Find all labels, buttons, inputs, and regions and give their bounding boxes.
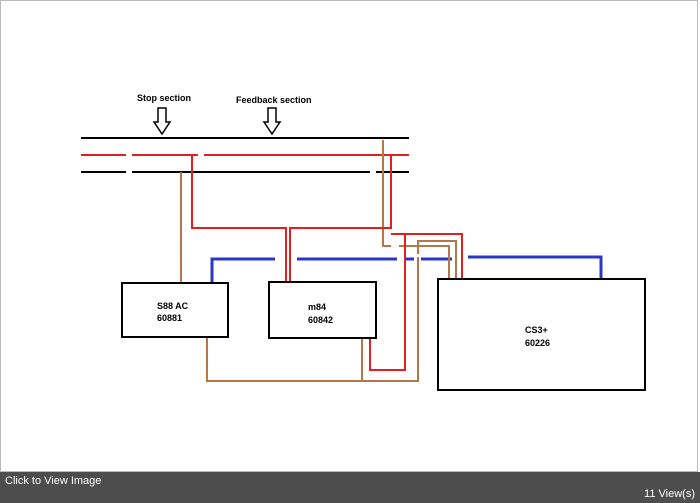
stop-section-label: Stop section [137, 93, 191, 103]
m84-module: m84 60842 [268, 281, 377, 339]
s88-module-name: S88 AC [157, 301, 189, 311]
wiring-diagram: Stop section Feedback section [81, 93, 646, 391]
click-to-view-link[interactable]: Click to View Image [5, 475, 102, 487]
feedback-section-arrow-icon [262, 107, 282, 136]
cs3-controller-code: 60226 [525, 338, 550, 348]
feedback-section-label: Feedback section [236, 95, 312, 105]
image-footer-bar: Click to View Image 11 View(s) [0, 472, 700, 503]
power-feed-wire [191, 155, 463, 371]
bus-cable [210, 255, 603, 282]
m84-module-code: 60842 [308, 315, 333, 325]
m84-module-name: m84 [308, 302, 326, 312]
stop-section-arrow-icon [152, 107, 172, 136]
s88-module: S88 AC 60881 [121, 282, 229, 338]
feedback-wire [180, 140, 457, 382]
image-viewer[interactable]: Stop section Feedback section [0, 0, 698, 472]
cs3-controller: CS3+ 60226 [437, 278, 646, 391]
s88-module-code: 60881 [157, 313, 182, 323]
view-count: 11 View(s) [644, 488, 695, 500]
cs3-controller-name: CS3+ [525, 325, 548, 335]
